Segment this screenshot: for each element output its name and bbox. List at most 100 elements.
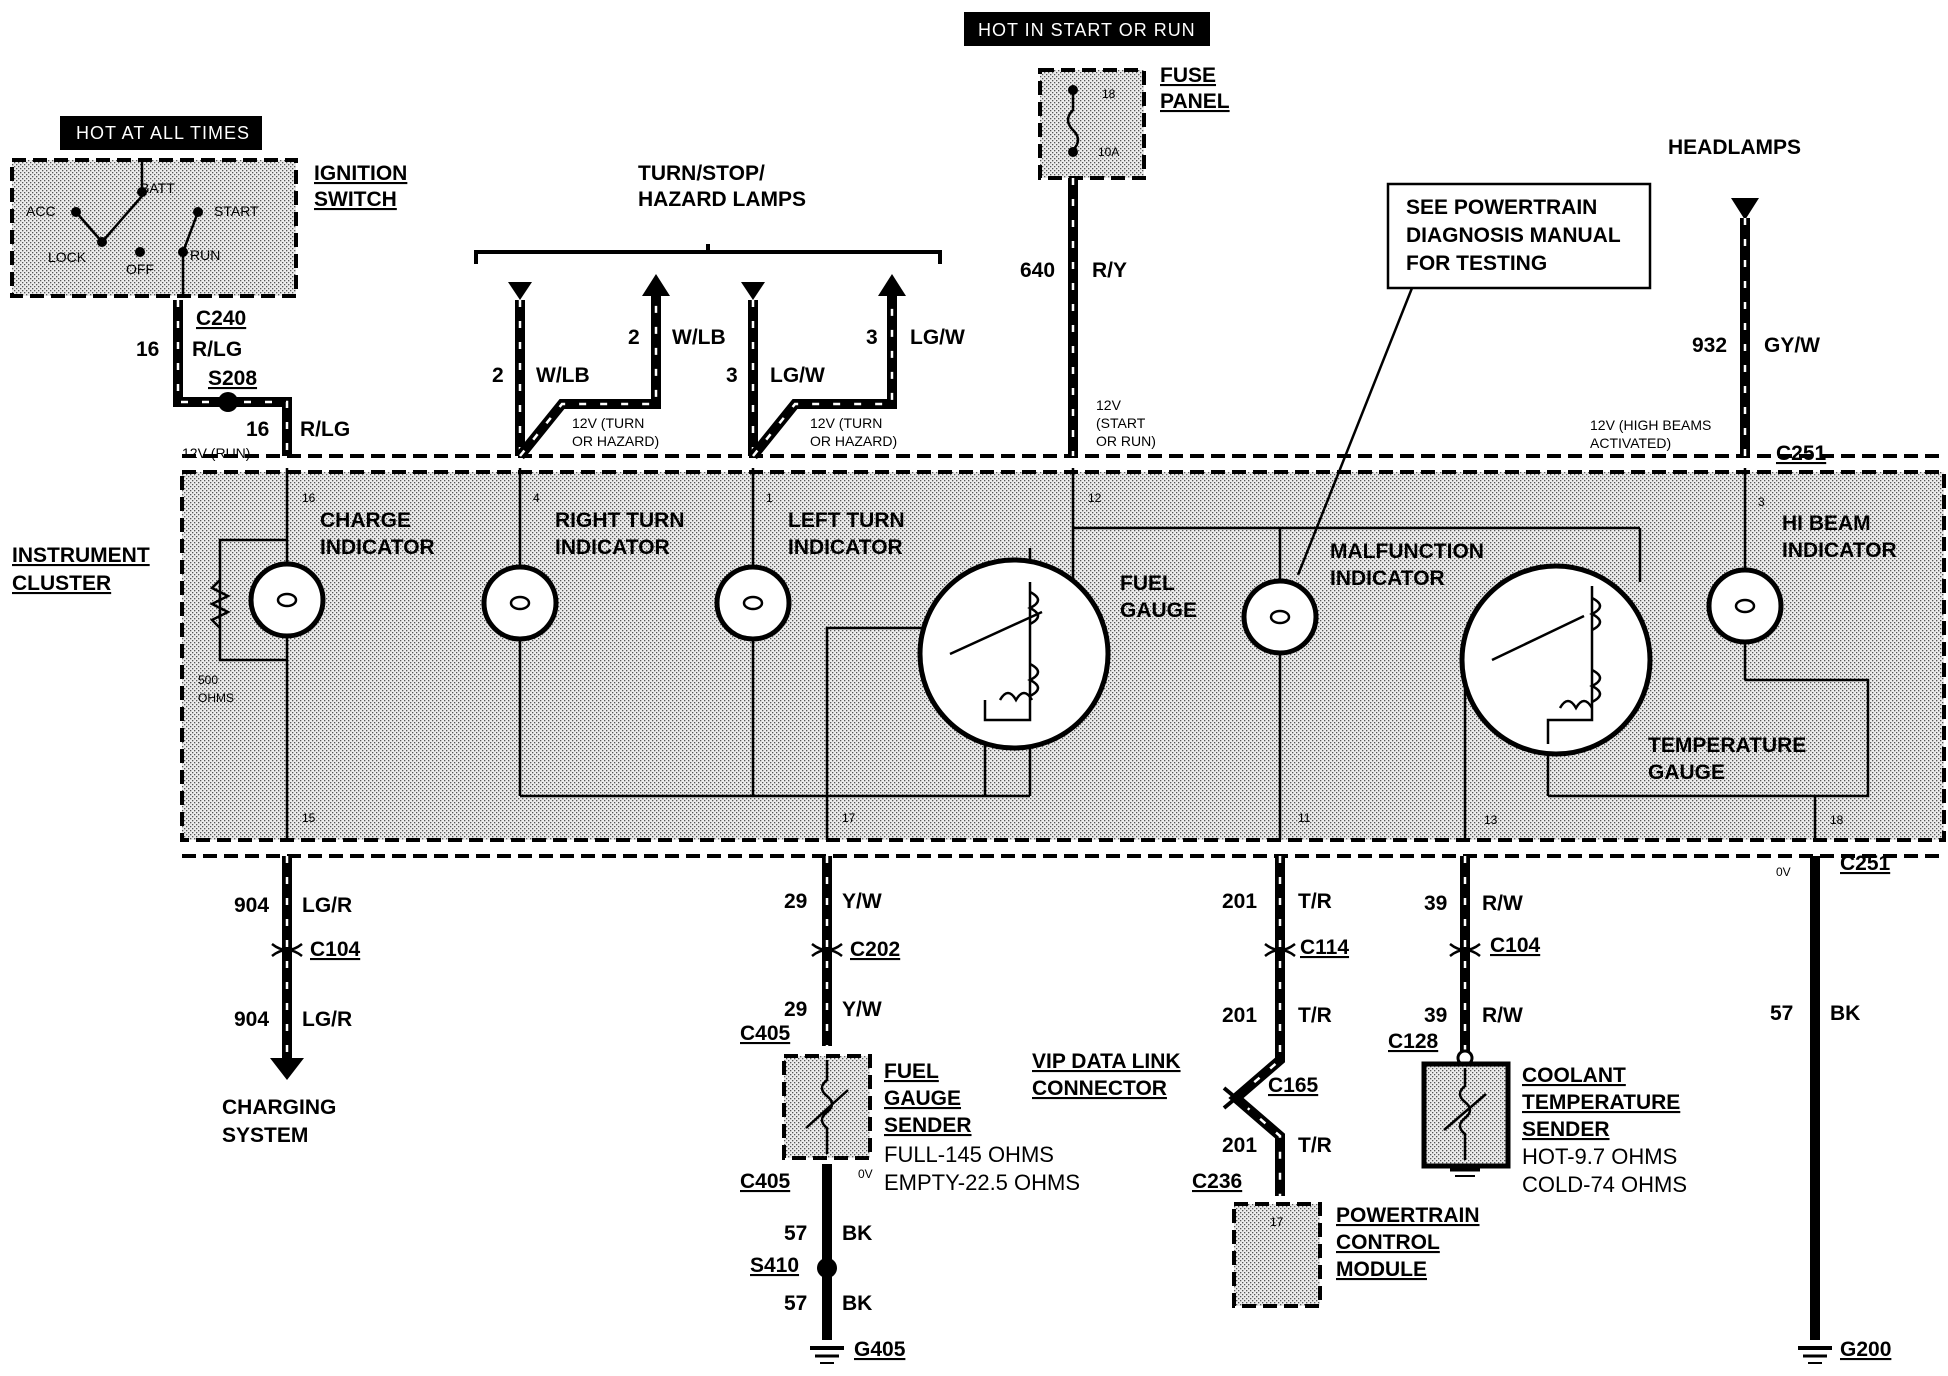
connector-c405-bottom: C405 [740,1170,791,1193]
voltage-right-turn: 12V (TURN [572,415,644,431]
ignition-lock-label: LOCK [48,249,87,265]
ignition-switch-title-2: SWITCH [314,188,397,211]
turn-lamps-title: TURN/STOP/ [638,162,765,185]
left-turn-lamp-arrow [741,282,765,300]
voltage-start-3: OR RUN) [1096,433,1156,449]
wire-29b-number: 29 [784,998,807,1021]
temperature-gauge-meter [1459,563,1653,757]
malfunction-indicator-label: MALFUNCTION [1330,540,1484,563]
connector-c240: C240 [196,307,246,330]
coolant-sender-title: COOLANT [1522,1064,1626,1087]
fuel-gauge-label-2: GAUGE [1120,599,1197,622]
right-turn-lamp-arrow [508,282,532,300]
hot-at-all-times-text: HOT AT ALL TIMES [76,123,250,143]
ground-g405: G405 [854,1338,906,1361]
fuse-rating: 10A [1098,145,1119,159]
wire-201c-number: 201 [1222,1134,1257,1157]
ignition-switch-title: IGNITION [314,162,407,185]
wire-57b-color: BK [842,1292,872,1315]
connector-c104-left-symbol [271,942,303,958]
right-turn-indicator-label-2: INDICATOR [555,536,670,559]
wire-16b-color: R/LG [300,418,350,441]
hi-beam-indicator-label-2: INDICATOR [1782,539,1897,562]
left-turn-indicator-label-2: INDICATOR [788,536,903,559]
fuel-sender-full: FULL-145 OHMS [884,1142,1054,1167]
instrument-cluster-title-2: CLUSTER [12,572,111,595]
connector-c128: C128 [1388,1030,1439,1053]
temperature-gauge-label-2: GAUGE [1648,761,1725,784]
ignition-off-label: OFF [126,261,154,277]
wire-57a-number: 57 [784,1222,807,1245]
svg-text:17: 17 [842,811,856,825]
right-rear-lamp-arrow [642,274,670,296]
fuel-sender-title-2: GAUGE [884,1087,961,1110]
pcm-pin-17: 17 [1270,1215,1284,1229]
pcm-label: POWERTRAIN [1336,1204,1480,1227]
voltage-left-turn: 12V (TURN [810,415,882,431]
wire-lgw-number: 3 [726,364,738,387]
testing-note-box [1386,182,1652,290]
svg-text:15: 15 [302,811,316,825]
wire-201b-color: T/R [1298,1004,1332,1027]
voltage-high-beam: 12V (HIGH BEAMS [1590,417,1711,433]
wire-57a-color: BK [842,1222,872,1245]
connector-c104-left: C104 [310,938,361,961]
wire-932-color: GY/W [1764,334,1820,357]
hot-in-start-or-run-badge [964,12,1210,46]
wire-29b-color: Y/W [842,998,882,1021]
wire-wlb2-number: 2 [628,326,640,349]
testing-note-line-2: DIAGNOSIS MANUAL [1406,224,1621,247]
voltage-start: 12V [1096,397,1122,413]
hot-at-all-times-badge [60,116,262,150]
wire-wlb-number: 2 [492,364,504,387]
voltage-left-turn-2: OR HAZARD) [810,433,897,449]
voltage-0v-fuel: 0V [858,1167,873,1181]
hi-beam-indicator-lamp [1706,567,1784,645]
wire-29-number: 29 [784,890,807,913]
svg-text:18: 18 [1830,813,1844,827]
wire-29-color: Y/W [842,890,882,913]
svg-text:4: 4 [533,491,540,505]
vip-data-link-connector-symbol [1222,1086,1250,1110]
ignition-acc-label: ACC [26,203,56,219]
charging-system-arrow [270,1058,304,1080]
temperature-gauge-label: TEMPERATURE [1648,734,1806,757]
hot-in-start-or-run-text: HOT IN START OR RUN [978,20,1196,40]
wire-39a-number: 39 [1424,892,1447,915]
connector-c114-symbol [1264,942,1296,958]
fuse-panel-title: FUSE [1160,64,1216,87]
charge-indicator-lamp [248,561,326,639]
wire-640-number: 640 [1020,259,1055,282]
coolant-sender-cold: COLD-74 OHMS [1522,1172,1687,1197]
voltage-right-turn-2: OR HAZARD) [572,433,659,449]
wire-39b-number: 39 [1424,1004,1447,1027]
ignition-run-label: RUN [190,247,220,263]
resistor-unit: OHMS [198,691,234,705]
wire-lgw2-color: LG/W [910,326,965,349]
voltage-run: 12V (RUN) [182,445,250,461]
wire-201c-color: T/R [1298,1134,1332,1157]
coolant-sender-hot: HOT-9.7 OHMS [1522,1144,1677,1169]
svg-text:11: 11 [1298,811,1311,825]
connector-c165: C165 [1268,1074,1319,1097]
charging-system-label-2: SYSTEM [222,1124,308,1147]
coolant-sender-resistor [1443,1068,1487,1160]
headlamps-arrow [1731,198,1759,220]
wire-201a-color: T/R [1298,890,1332,913]
wire-39a-color: R/W [1482,892,1523,915]
fuel-gauge-meter [917,557,1111,751]
wire-3-lgw-branch [749,296,897,460]
right-turn-indicator-label: RIGHT TURN [555,509,685,532]
headlamps-label: HEADLAMPS [1668,136,1801,159]
ground-g200-icon [1798,1346,1832,1364]
hi-beam-indicator-label: HI BEAM [1782,512,1871,535]
svg-text:13: 13 [1484,813,1498,827]
turn-lamps-title-2: HAZARD LAMPS [638,188,806,211]
splice-s208 [218,392,238,412]
coolant-sender-title-2: TEMPERATURE [1522,1091,1680,1114]
wire-lgw2-number: 3 [866,326,878,349]
fuel-sender-title-3: SENDER [884,1114,972,1137]
wire-904-number: 904 [234,894,269,917]
voltage-0v-ground: 0V [1776,865,1791,879]
fuse-18-symbol [1066,90,1080,152]
